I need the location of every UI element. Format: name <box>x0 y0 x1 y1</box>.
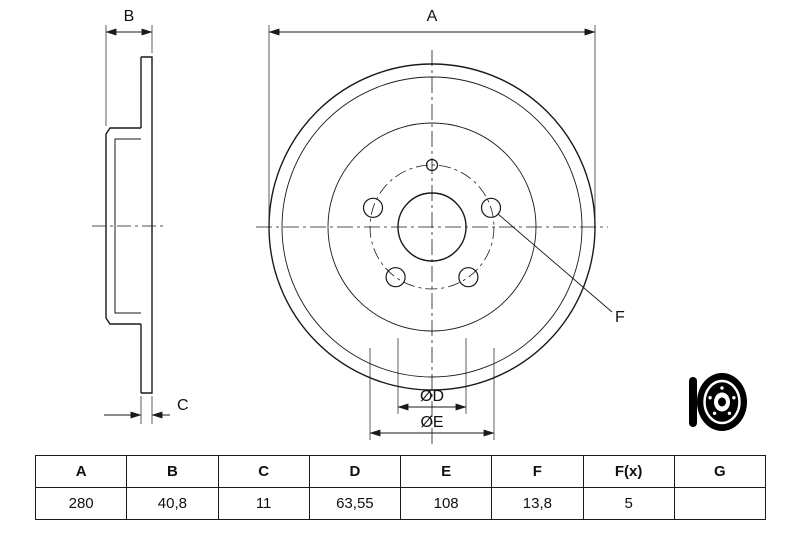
table-header-fx: F(x) <box>582 455 675 488</box>
table-header-a: A <box>34 455 128 488</box>
dimension-a <box>268 25 596 219</box>
table-header-c: C <box>217 455 310 488</box>
dimension-b-label: B <box>124 8 135 25</box>
table-value-fx: 5 <box>582 487 675 520</box>
dimension-d <box>397 338 467 414</box>
table-header-g: G <box>673 455 767 488</box>
dimension-d-label: ØD <box>420 388 444 405</box>
table-value-a: 280 <box>34 487 128 520</box>
table-value-d: 63,55 <box>308 487 402 520</box>
section-view <box>92 25 170 424</box>
dimension-table: A B C D E F F(x) G 280 40,8 11 63,55 108… <box>34 455 767 520</box>
table-header-row: A B C D E F F(x) G <box>34 455 767 488</box>
table-header-e: E <box>399 455 493 488</box>
dimension-c <box>104 396 170 424</box>
dimension-c-label: C <box>177 397 189 414</box>
dimension-e <box>369 348 495 440</box>
table-value-b: 40,8 <box>126 487 219 520</box>
table-header-f: F <box>491 455 584 488</box>
table-value-f: 13,8 <box>491 487 584 520</box>
brake-disc-icon <box>689 373 747 431</box>
dimension-e-label: ØE <box>420 414 443 431</box>
technical-drawing: B C <box>92 8 747 444</box>
leader-line-f <box>497 213 613 313</box>
table-value-e: 108 <box>399 487 493 520</box>
dimension-f-label: F <box>615 309 625 326</box>
table-header-b: B <box>126 455 219 488</box>
dimension-b <box>105 25 153 126</box>
table-header-d: D <box>308 455 402 488</box>
front-view <box>256 25 613 444</box>
table-value-c: 11 <box>217 487 310 520</box>
table-value-g <box>673 487 767 520</box>
dimension-a-label: A <box>427 8 438 25</box>
table-value-row: 280 40,8 11 63,55 108 13,8 5 <box>34 487 767 520</box>
